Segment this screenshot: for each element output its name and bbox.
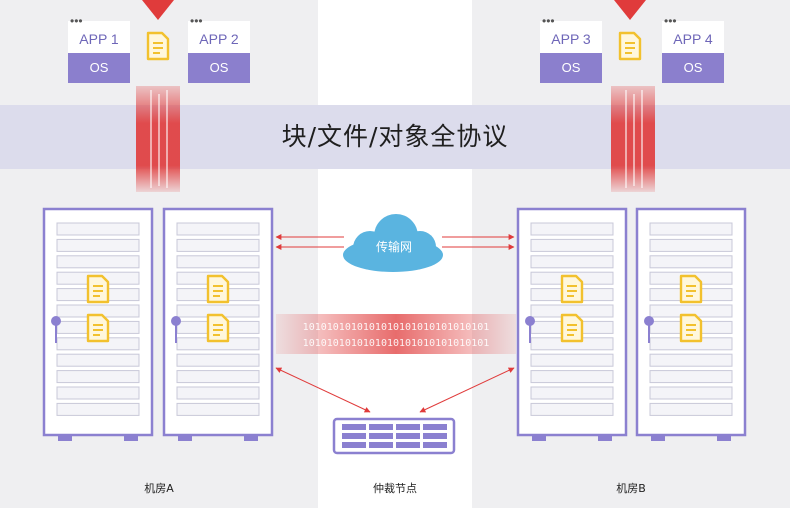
app-3-box: ••• APP 3 OS (540, 15, 602, 83)
rack-handle (644, 316, 654, 326)
document-icon (86, 313, 110, 343)
document-icon (679, 313, 703, 343)
app-1-box: ••• APP 1 OS (68, 15, 130, 83)
document-icon (618, 31, 642, 61)
document-icon (146, 31, 170, 61)
stream-row-1: 1010101010101010101010101010101 (303, 322, 490, 333)
protocol-label: 块/文件/对象全协议 (281, 122, 509, 151)
replication-stream (276, 314, 516, 354)
data-arrow-right (614, 0, 646, 20)
network-label: 传输网 (375, 240, 412, 254)
app-label: APP 3 (551, 31, 591, 47)
site-a-label: 机房A (144, 482, 174, 495)
dots-icon: ••• (190, 14, 203, 28)
os-label: OS (68, 53, 130, 83)
site-b-label: 机房B (616, 482, 646, 495)
document-icon (206, 274, 230, 304)
document-icon (86, 274, 110, 304)
os-label: OS (188, 53, 250, 83)
rack-handle (51, 316, 61, 326)
storage-rack (42, 207, 154, 441)
witness-storage-icon (332, 417, 456, 455)
os-label: OS (540, 53, 602, 83)
app-label: APP 4 (673, 31, 713, 47)
document-icon (206, 313, 230, 343)
document-icon (560, 313, 584, 343)
data-arrow-left (142, 0, 174, 20)
app-label: APP 1 (79, 31, 119, 47)
cloud-icon (343, 214, 443, 272)
rack-handle (525, 316, 535, 326)
os-label: OS (662, 53, 724, 83)
dots-icon: ••• (664, 14, 677, 28)
witness-label: 仲裁节点 (373, 482, 417, 495)
app-4-box: ••• APP 4 OS (662, 15, 724, 83)
dots-icon: ••• (542, 14, 555, 28)
document-icon (679, 274, 703, 304)
document-icon (560, 274, 584, 304)
storage-rack (635, 207, 747, 441)
storage-rack (162, 207, 274, 441)
dots-icon: ••• (70, 14, 83, 28)
protocol-band (0, 105, 790, 169)
storage-rack (516, 207, 628, 441)
app-2-box: ••• APP 2 OS (188, 15, 250, 83)
app-label: APP 2 (199, 31, 239, 47)
rack-handle (171, 316, 181, 326)
stream-row-2: 1010101010101010101010101010101 (303, 338, 490, 349)
